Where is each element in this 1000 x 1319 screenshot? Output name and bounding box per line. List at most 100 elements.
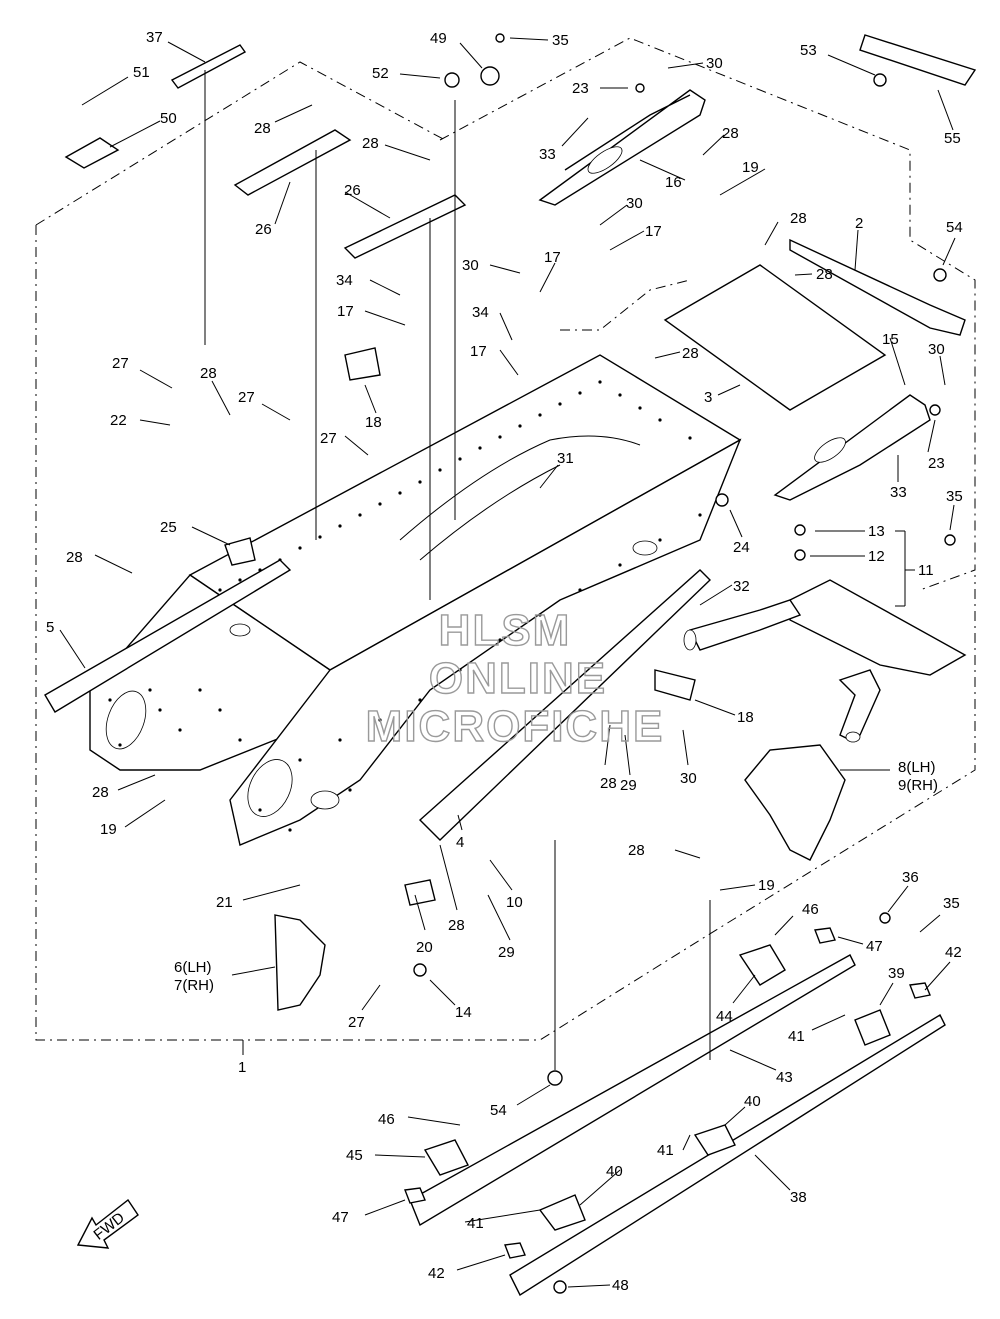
callout-16: 16 bbox=[665, 174, 682, 191]
callout-28: 28 bbox=[254, 120, 271, 137]
callout-10: 10 bbox=[506, 894, 523, 911]
callout-4: 4 bbox=[456, 834, 464, 851]
callout-55: 55 bbox=[944, 130, 961, 147]
callout-45: 45 bbox=[346, 1147, 363, 1164]
bracket-16 bbox=[538, 89, 706, 206]
callout-28: 28 bbox=[92, 784, 109, 801]
side-plate-6-7 bbox=[274, 914, 326, 1011]
callout-23: 23 bbox=[928, 455, 945, 472]
callout-28: 28 bbox=[200, 365, 217, 382]
fwd-direction-arrow: FWD bbox=[76, 1198, 139, 1249]
callout-35: 35 bbox=[552, 32, 569, 49]
callout-39: 39 bbox=[888, 965, 905, 982]
callout-37: 37 bbox=[146, 29, 163, 46]
callout-15: 15 bbox=[882, 331, 899, 348]
callout-38: 38 bbox=[790, 1189, 807, 1206]
rear-plate-3 bbox=[663, 264, 887, 411]
callout-8-lh: 8(LH) bbox=[898, 759, 936, 776]
callout-31: 31 bbox=[557, 450, 574, 467]
callout-30: 30 bbox=[706, 55, 723, 72]
watermark-line-3: MICROFICHE bbox=[366, 702, 665, 751]
callout-35: 35 bbox=[946, 488, 963, 505]
callout-17: 17 bbox=[337, 303, 354, 320]
callout-26: 26 bbox=[255, 221, 272, 238]
cross-shaft-assembly-11 bbox=[683, 579, 967, 743]
small-parts bbox=[64, 34, 977, 1259]
callout-54: 54 bbox=[490, 1102, 507, 1119]
callout-19: 19 bbox=[100, 821, 117, 838]
callout-1: 1 bbox=[238, 1059, 246, 1076]
callout-30: 30 bbox=[462, 257, 479, 274]
running-board-rails bbox=[409, 954, 946, 1297]
callout-27: 27 bbox=[112, 355, 129, 372]
callout-22: 22 bbox=[110, 412, 127, 429]
callout-18: 18 bbox=[365, 414, 382, 431]
hlsm-watermark: HLSM ONLINE MICROFICHE bbox=[365, 605, 665, 751]
callout-28: 28 bbox=[66, 549, 83, 566]
callout-28: 28 bbox=[816, 266, 833, 283]
callout-30: 30 bbox=[680, 770, 697, 787]
callout-43: 43 bbox=[776, 1069, 793, 1086]
callout-33: 33 bbox=[890, 484, 907, 501]
callout-30: 30 bbox=[626, 195, 643, 212]
callout-49: 49 bbox=[430, 30, 447, 47]
callout-12: 12 bbox=[868, 548, 885, 565]
callout-30: 30 bbox=[928, 341, 945, 358]
callout-28: 28 bbox=[628, 842, 645, 859]
watermark-line-2: ONLINE bbox=[429, 654, 607, 703]
callout-6-lh: 6(LH) bbox=[174, 959, 212, 976]
callout-13: 13 bbox=[868, 523, 885, 540]
callout-28: 28 bbox=[448, 917, 465, 934]
callout-2: 2 bbox=[855, 215, 863, 232]
callout-28: 28 bbox=[362, 135, 379, 152]
callout-46: 46 bbox=[802, 901, 819, 918]
frame-rivet-holes bbox=[108, 380, 702, 832]
callout-29: 29 bbox=[498, 944, 515, 961]
callout-19: 19 bbox=[742, 159, 759, 176]
callout-17: 17 bbox=[645, 223, 662, 240]
callout-34: 34 bbox=[336, 272, 353, 289]
callout-51: 51 bbox=[133, 64, 150, 81]
bracket-8-9 bbox=[744, 744, 846, 861]
callout-28: 28 bbox=[790, 210, 807, 227]
callout-44: 44 bbox=[716, 1008, 733, 1025]
watermark-line-1: HLSM bbox=[439, 606, 572, 655]
callout-53: 53 bbox=[800, 42, 817, 59]
callout-54: 54 bbox=[946, 219, 963, 236]
callout-27: 27 bbox=[320, 430, 337, 447]
callout-28: 28 bbox=[682, 345, 699, 362]
callout-28: 28 bbox=[722, 125, 739, 142]
callout-20: 20 bbox=[416, 939, 433, 956]
callout-42: 42 bbox=[945, 944, 962, 961]
callout-34: 34 bbox=[472, 304, 489, 321]
callout-50: 50 bbox=[160, 110, 177, 127]
callout-27: 27 bbox=[238, 389, 255, 406]
callout-41: 41 bbox=[467, 1215, 484, 1232]
callout-23: 23 bbox=[572, 80, 589, 97]
fastener-icons bbox=[413, 33, 956, 1294]
callout-48: 48 bbox=[612, 1277, 629, 1294]
rear-bracket-2 bbox=[789, 238, 966, 336]
callout-35: 35 bbox=[943, 895, 960, 912]
leader-lines bbox=[59, 37, 956, 1288]
callout-3: 3 bbox=[704, 389, 712, 406]
assembly-boundary-lines bbox=[35, 37, 976, 1041]
callout-46: 46 bbox=[378, 1111, 395, 1128]
callout-40: 40 bbox=[606, 1163, 623, 1180]
callout-labels: 37 51 50 28 26 28 26 49 52 35 30 23 33 1… bbox=[46, 29, 963, 1294]
stiffener-rail-5 bbox=[44, 559, 292, 713]
callout-19: 19 bbox=[758, 877, 775, 894]
callout-36: 36 bbox=[902, 869, 919, 886]
callout-26: 26 bbox=[344, 182, 361, 199]
callout-33: 33 bbox=[539, 146, 556, 163]
callout-21: 21 bbox=[216, 894, 233, 911]
callout-17: 17 bbox=[470, 343, 487, 360]
callout-27: 27 bbox=[348, 1014, 365, 1031]
callout-9-rh: 9(RH) bbox=[898, 777, 938, 794]
callout-40: 40 bbox=[744, 1093, 761, 1110]
callout-42: 42 bbox=[428, 1265, 445, 1282]
main-frame-tunnel bbox=[89, 354, 742, 846]
callout-52: 52 bbox=[372, 65, 389, 82]
callout-11: 11 bbox=[918, 562, 934, 579]
callout-32: 32 bbox=[733, 578, 750, 595]
